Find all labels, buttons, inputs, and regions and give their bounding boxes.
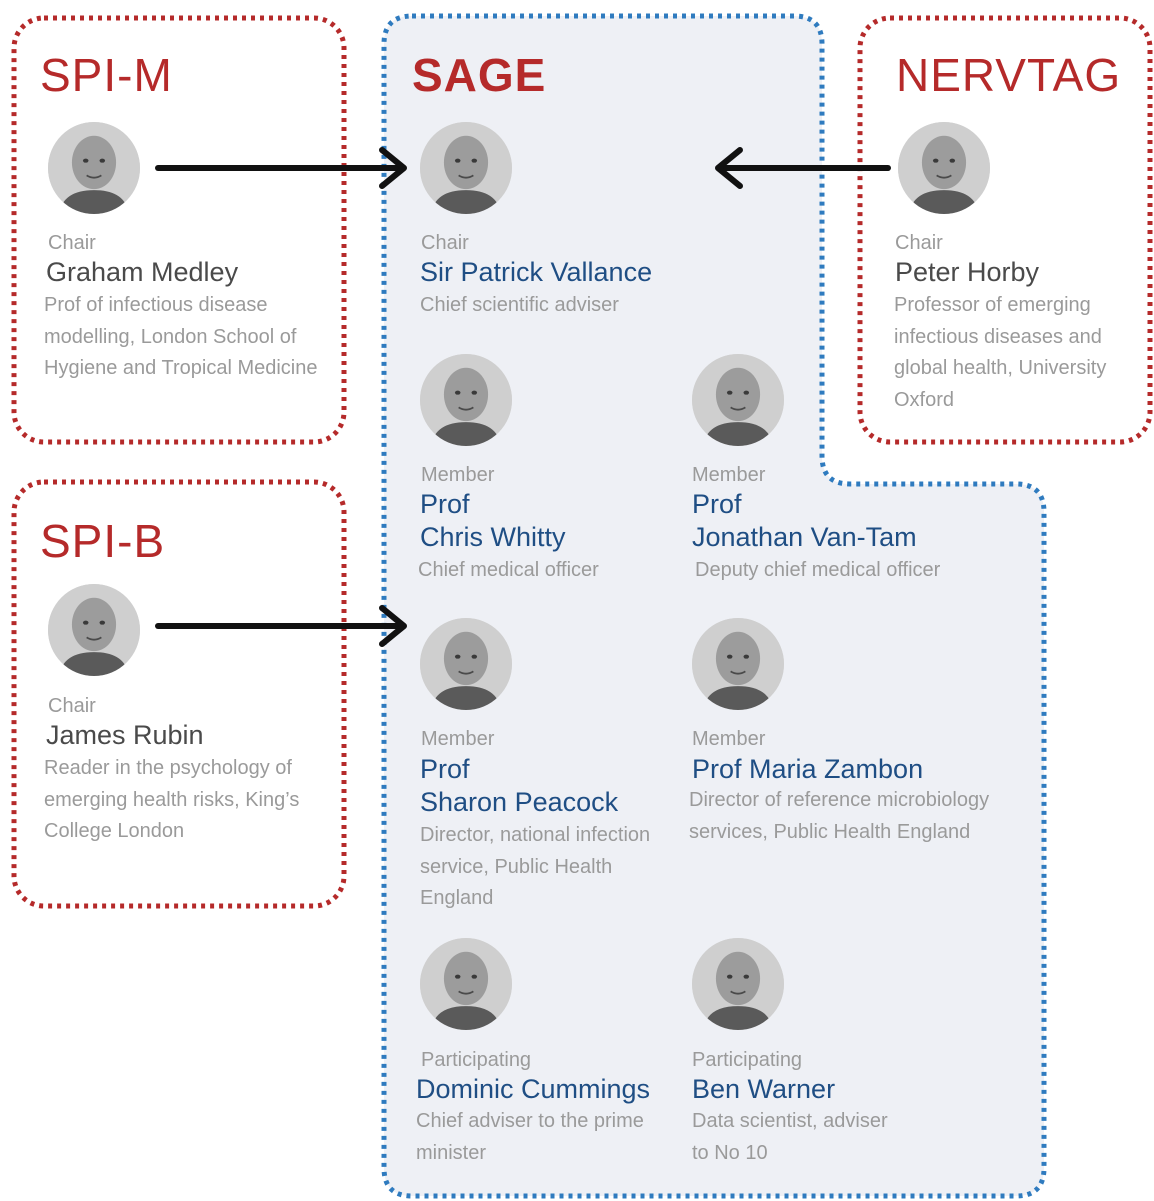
sage-member-description: Chief scientific adviser [420,294,619,316]
sage-member-role: Member [692,464,766,486]
spib-person-description: Reader in the psychology of emerging hea… [44,757,300,842]
spim-person-description: Prof of infectious disease modelling, Lo… [44,294,318,379]
sage-member-name: Sir Patrick Vallance [420,257,653,287]
nervtag-person-name: Peter Horby [895,257,1040,287]
sage-member-name: Prof Jonathan Van-Tam [692,489,917,552]
sage-member-role: Member [692,728,766,750]
sage-member-role: Member [421,464,495,486]
sage-member-description: Director, national infection service, Pu… [420,824,651,909]
peter-horby-photo [898,122,990,214]
arrow-spim-to-sage [155,147,407,189]
sage-member-description: Chief adviser to the prime minister [416,1110,644,1164]
sage-member-description: Chief medical officer [418,559,599,581]
spim-person-name: Graham Medley [46,257,239,287]
dominic-cummings-photo [420,938,512,1030]
arrow-nervtag-to-sage [715,147,891,189]
spib-person-role: Chair [48,695,96,717]
sage-region [381,13,1047,1199]
nervtag-title: NERVTAG [896,49,1122,101]
nervtag-person-description: Professor of emerging infectious disease… [894,294,1107,411]
sage-member-role: Participating [692,1049,803,1071]
sage-member-name: Prof Sharon Peacock [420,754,619,817]
sage-member-name: Ben Warner [692,1074,836,1104]
sharon-peacock-photo [420,618,512,710]
spib-person-name: James Rubin [46,720,204,750]
spim-frame [11,15,347,445]
chris-whitty-photo [420,354,512,446]
spib-frame [11,479,347,909]
sage-member-description: Deputy chief medical officer [695,559,941,581]
nervtag-frame [857,15,1153,445]
sage-title: SAGE [412,49,547,101]
sage-member-description: Data scientist, adviser to No 10 [692,1110,888,1164]
ben-warner-photo [692,938,784,1030]
spib-title: SPI-B [40,515,166,567]
sage-member-role: Participating [421,1049,532,1071]
sage-member-role: Member [421,728,495,750]
sage-member-name: Dominic Cummings [416,1074,651,1104]
sage-member-role: Chair [421,232,469,254]
jonathan-van-tam-photo [692,354,784,446]
graham-medley-photo [48,122,140,214]
arrow-spib-to-sage [155,605,407,647]
maria-zambon-photo [692,618,784,710]
sage-member-name: Prof Maria Zambon [692,754,924,784]
james-rubin-photo [48,584,140,676]
sage-member-description: Director of reference microbiology servi… [689,789,990,843]
spim-title: SPI-M [40,49,173,101]
patrick-vallance-photo [420,122,512,214]
spim-person-role: Chair [48,232,96,254]
nervtag-person-role: Chair [895,232,943,254]
sage-member-name: Prof Chris Whitty [420,489,566,552]
